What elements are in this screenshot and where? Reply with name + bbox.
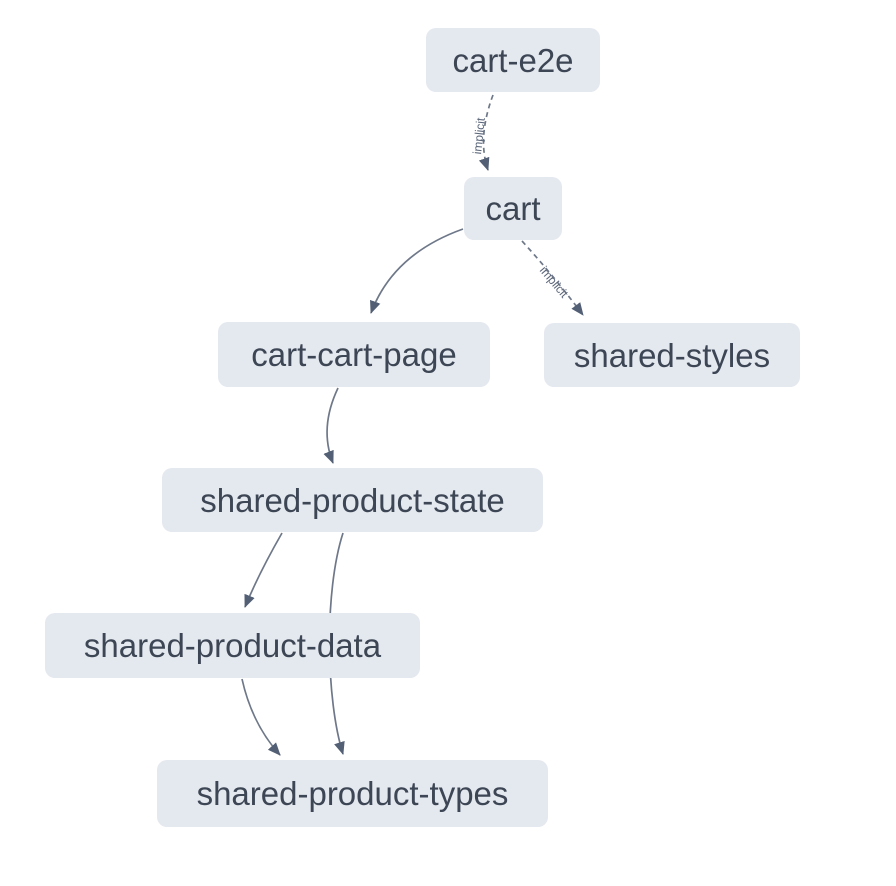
node-cart-e2e[interactable]: cart-e2e <box>426 28 600 92</box>
edge-cart-to-cart-cart-page <box>370 228 464 314</box>
edge-cart-to-shared-styles <box>521 240 584 316</box>
node-shared-product-types[interactable]: shared-product-types <box>157 760 548 827</box>
node-shared-product-state[interactable]: shared-product-state <box>162 468 543 532</box>
edge-shared-product-data-to-shared-product-types <box>241 678 281 756</box>
edge-cart-cart-page-to-shared-product-state <box>323 387 339 464</box>
node-label: shared-product-state <box>200 481 505 519</box>
edge-shared-product-state-to-shared-product-data <box>244 532 283 608</box>
node-label: cart <box>485 190 541 227</box>
node-label: shared-product-data <box>83 627 382 664</box>
node-label: cart-e2e <box>452 41 574 79</box>
node-label: shared-styles <box>573 336 771 374</box>
node-label: shared-product-types <box>196 775 509 812</box>
node-label: cart-cart-page <box>251 336 457 373</box>
node-shared-product-data[interactable]: shared-product-data <box>45 613 420 678</box>
node-cart-cart-page[interactable]: cart-cart-page <box>218 322 490 387</box>
node-shared-styles[interactable]: shared-styles <box>544 323 800 387</box>
node-cart[interactable]: cart <box>464 177 562 240</box>
